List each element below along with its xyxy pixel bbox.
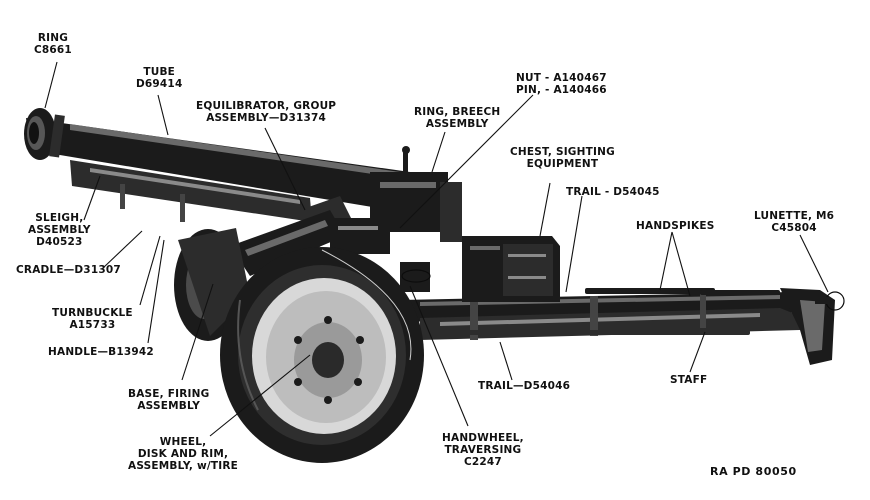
label-ring-breech: RING, BREECH ASSEMBLY [414,106,501,130]
label-staff: STAFF [670,374,708,386]
leader-lines [44,61,829,437]
label-tube: TUBE D69414 [136,66,183,90]
traversing-handwheel [400,262,431,292]
label-trail-lower: TRAIL—D54046 [478,380,571,392]
label-lunette: LUNETTE, M6 C45804 [754,210,835,234]
label-cradle: CRADLE—D31307 [16,264,121,276]
tube-assembly [24,108,462,242]
label-turnbuckle: TURNBUCKLE A15733 [52,307,133,331]
label-trail-upper: TRAIL - D54045 [566,186,660,198]
label-handspikes: HANDSPIKES [636,220,715,232]
label-base-firing: BASE, FIRING ASSEMBLY [128,388,210,412]
wheel-assembly [220,247,424,463]
label-handle: HANDLE—B13942 [48,346,154,358]
sighting-chest [462,236,560,302]
label-equilibrator: EQUILIBRATOR, GROUP ASSEMBLY—D31374 [196,100,337,124]
figure-code: RA PD 80050 [710,465,797,478]
label-handwheel: HANDWHEEL, TRAVERSING C2247 [442,432,524,468]
equilibrator-cradle [230,196,390,276]
label-nut-pin: NUT - A140467 PIN, - A140466 [516,72,607,96]
label-ring: RING C8661 [34,32,72,56]
label-sleigh: SLEIGH, ASSEMBLY D40523 [28,212,91,248]
label-wheel: WHEEL, DISK AND RIM, ASSEMBLY, w/TIRE [128,436,239,472]
label-chest-sighting: CHEST, SIGHTING EQUIPMENT [510,146,615,170]
